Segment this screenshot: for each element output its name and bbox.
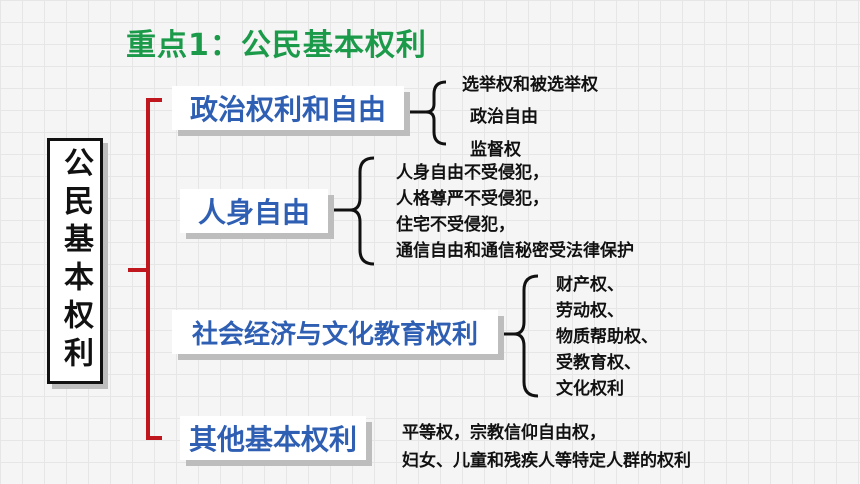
category-personal-freedom: 人身自由 (180, 189, 328, 233)
item-text: 政治自由 (470, 107, 538, 127)
item-text: 人身自由不受侵犯， (396, 163, 549, 183)
item-text: 监督权 (470, 140, 521, 160)
item-text: 受教育权、 (556, 353, 641, 373)
root-node-label: 公民基本权利 (58, 147, 93, 375)
item-text: 物质帮助权、 (556, 327, 658, 347)
bracket-political (425, 80, 447, 146)
category-social-economic-cultural: 社会经济与文化教育权利 (172, 310, 498, 354)
category-other-rights: 其他基本权利 (180, 416, 366, 460)
item-text: 平等权，宗教信仰自由权， (402, 423, 606, 443)
root-node-box: 公民基本权利 (47, 138, 103, 384)
bracket-personal (349, 156, 375, 266)
main-bracket (128, 98, 162, 440)
item-text: 文化权利 (556, 379, 624, 399)
item-text: 选举权和被选举权 (462, 75, 598, 95)
item-text: 人格尊严不受侵犯， (396, 189, 549, 209)
item-text: 财产权、 (556, 275, 624, 295)
category-political-rights: 政治权利和自由 (172, 86, 404, 130)
item-text: 妇女、儿童和残疾人等特定人群的权利 (402, 451, 691, 471)
item-text: 通信自由和通信秘密受法律保护 (396, 241, 634, 261)
bracket-social (513, 274, 539, 398)
item-text: 劳动权、 (556, 301, 624, 321)
item-text: 住宅不受侵犯， (396, 215, 515, 235)
page-title: 重点1：公民基本权利 (126, 28, 427, 63)
